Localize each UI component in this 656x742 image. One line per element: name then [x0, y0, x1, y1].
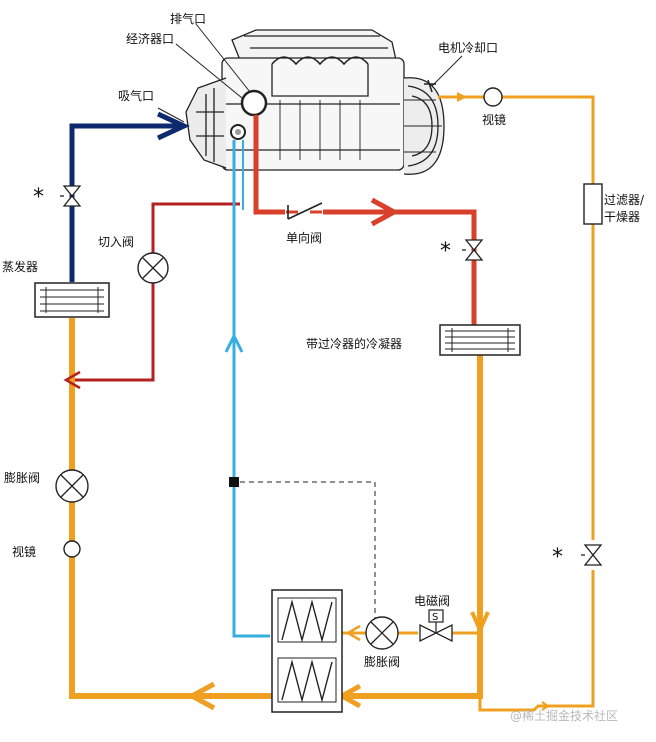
star-mark-discharge: *	[440, 239, 451, 264]
service-valve-suction	[60, 185, 82, 207]
solenoid-valve-symbol	[419, 609, 453, 643]
label-filter-dryer-1: 过滤器/	[604, 193, 645, 207]
label-solenoid-valve: 电磁阀	[414, 593, 450, 608]
label-exhaust-port: 排气口	[170, 11, 206, 26]
check-valve-symbol	[285, 202, 323, 220]
label-motor-cooling-port: 电机冷却口	[438, 41, 498, 55]
label-check-valve: 单向阀	[286, 230, 322, 245]
label-sight-glass-top: 视镜	[482, 112, 506, 127]
sight-glass-left-symbol	[63, 540, 81, 558]
label-economizer-port: 经济器口	[126, 31, 174, 46]
suction-arrow	[156, 111, 190, 141]
economizer-heat-exchanger	[271, 589, 343, 713]
cutin-arrow	[63, 370, 81, 390]
evaporator-symbol	[34, 282, 110, 318]
label-expansion-valve-left: 膨胀阀	[4, 471, 40, 485]
filter-dryer-symbol	[583, 183, 603, 225]
label-cut-in-valve: 切入阀	[98, 235, 134, 249]
label-sight-glass-left: 视镜	[12, 544, 36, 559]
sensor-bulb	[229, 477, 239, 487]
return-left-arrow	[186, 681, 216, 711]
star-mark-suction: *	[33, 185, 44, 210]
flow-arrows	[63, 92, 550, 711]
sight-glass-top-symbol	[483, 87, 503, 107]
expansion-valve-bottom-symbol	[365, 616, 399, 650]
watermark: @稀土掘金技术社区	[510, 708, 618, 723]
motor-return-arrow	[541, 701, 550, 711]
label-subcooled-condenser: 带过冷器的冷凝器	[306, 336, 402, 351]
service-valve-motor-line	[581, 544, 603, 566]
label-suction-port: 吸气口	[118, 88, 154, 103]
branch-arrow	[345, 624, 361, 642]
compressor-drawing	[185, 29, 445, 175]
liquid-down-arrow	[470, 611, 490, 635]
label-expansion-valve-bottom: 膨胀阀	[364, 655, 400, 669]
expansion-valve-left-symbol	[55, 469, 89, 503]
cut-in-valve-symbol	[137, 252, 169, 284]
label-filter-dryer-2: 干燥器	[604, 210, 640, 224]
solenoid-s-mark: S	[432, 612, 438, 623]
economizer-arrow	[224, 332, 244, 353]
label-evaporator: 蒸发器	[2, 259, 38, 274]
star-mark-motor-line: *	[552, 545, 563, 570]
discharge-arrow	[370, 197, 400, 227]
condenser-symbol	[439, 324, 521, 356]
service-valve-discharge	[462, 239, 484, 261]
leader-lines	[157, 23, 463, 123]
